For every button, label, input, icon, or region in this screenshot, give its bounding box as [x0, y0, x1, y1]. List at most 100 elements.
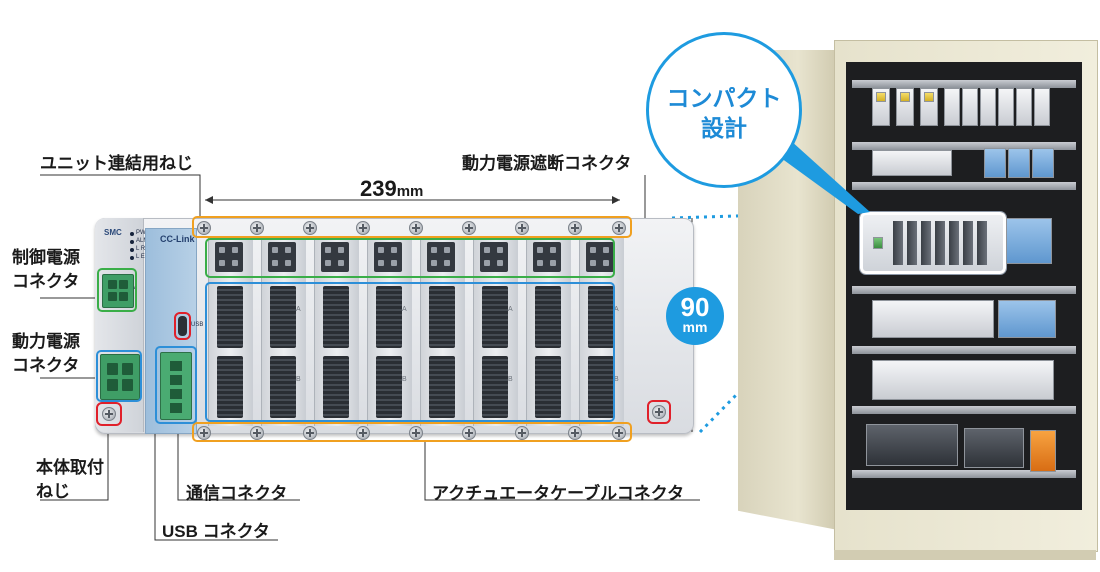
mini-axis	[935, 221, 945, 265]
relay	[1034, 88, 1050, 126]
height-unit: mm	[682, 319, 708, 335]
usb-port-label: USB	[191, 322, 204, 328]
power-cutoff-port	[533, 242, 561, 272]
column-tag-a: A	[402, 306, 407, 313]
power-cutoff-port	[427, 242, 455, 272]
led-indicator	[130, 248, 134, 252]
label-power-cutoff-connector: 動力電源遮断コネクタ	[462, 154, 632, 173]
bubble-title-line2: 設計	[701, 115, 747, 141]
mounting-screw-right	[652, 405, 666, 419]
highlight-actuator-cable-connectors	[205, 282, 615, 422]
power-cutoff-port	[374, 242, 402, 272]
unit-link-screw	[568, 426, 582, 440]
unit-link-screw	[197, 426, 211, 440]
height-value: 90	[680, 292, 710, 322]
power-supply-unit	[1008, 148, 1030, 178]
actuator-cable-port	[482, 356, 508, 418]
unit-link-screw	[303, 221, 317, 235]
power-cutoff-port	[480, 242, 508, 272]
actuator-cable-port	[270, 286, 296, 348]
label-line: ねじ	[36, 482, 70, 501]
column-tag-b: B	[508, 376, 513, 383]
unit-link-screw	[515, 426, 529, 440]
height-dimension-badge: 90 mm	[666, 287, 724, 345]
din-rail	[852, 406, 1076, 414]
io-module	[998, 300, 1056, 338]
power-supply-unit	[1032, 148, 1054, 178]
terminal-block	[872, 300, 994, 338]
actuator-cable-port	[429, 356, 455, 418]
controller-in-cabinet	[860, 212, 1006, 274]
unit-link-screw	[356, 426, 370, 440]
communication-connector	[160, 352, 192, 420]
breaker-switch	[900, 92, 910, 102]
actuator-cable-port	[323, 356, 349, 418]
actuator-cable-port	[535, 356, 561, 418]
unit-link-screw	[250, 426, 264, 440]
unit-link-screw	[409, 221, 423, 235]
actuator-cable-port	[376, 356, 402, 418]
highlight-mounting-screw-left	[96, 402, 122, 426]
axis-module: A B	[261, 236, 306, 426]
highlight-unit-link-screws-top	[192, 216, 632, 238]
unit-link-screw	[462, 221, 476, 235]
actuator-cable-port	[588, 286, 614, 348]
mini-axis	[977, 221, 987, 265]
actuator-cable-port	[482, 286, 508, 348]
mini-axis	[963, 221, 973, 265]
network-logo: CC-Link	[160, 234, 195, 244]
actuator-cable-port	[217, 286, 243, 348]
relay	[980, 88, 996, 126]
axis-module	[314, 236, 359, 426]
label-line: 動力電源	[12, 332, 80, 351]
unit-link-screw	[197, 221, 211, 235]
power-cutoff-port	[321, 242, 349, 272]
highlight-power-supply-connector	[96, 350, 142, 402]
label-line: 本体取付	[36, 458, 104, 477]
label-line: コネクタ	[12, 272, 80, 291]
highlight-communication-connector	[155, 346, 197, 424]
label-unit-link-screw: ユニット連結用ねじ	[40, 154, 193, 173]
actuator-cable-port	[429, 286, 455, 348]
label-actuator-cable-connector: アクチュエータケーブルコネクタ	[432, 484, 685, 503]
contactor-bank	[866, 424, 958, 466]
relay	[998, 88, 1014, 126]
din-rail	[852, 470, 1076, 478]
led-label-pwr: PWR	[136, 230, 150, 236]
axis-module: A B	[579, 236, 624, 426]
io-module	[1006, 218, 1052, 264]
mounting-screw-left	[102, 407, 116, 421]
mini-connector	[873, 237, 883, 249]
actuator-cable-port	[217, 356, 243, 418]
relay	[962, 88, 978, 126]
highlight-unit-link-screws-bottom	[192, 422, 632, 442]
compact-design-bubble: コンパクト 設計	[646, 32, 802, 188]
unit-link-screw	[356, 221, 370, 235]
led-label-alm: ALM	[136, 238, 149, 244]
mini-axis	[907, 221, 917, 265]
column-tag-a: A	[296, 306, 301, 313]
mini-axis	[921, 221, 931, 265]
width-unit: mm	[396, 183, 424, 200]
width-dimension: 239mm	[360, 176, 423, 202]
label-communication-connector: 通信コネクタ	[186, 484, 288, 503]
label-power-supply-connector: 動力電源 コネクタ	[12, 330, 80, 378]
axis-module	[208, 236, 253, 426]
brand-logo: SMC	[104, 228, 122, 237]
mini-axis	[893, 221, 903, 265]
din-rail	[852, 182, 1076, 190]
unit-link-screw	[568, 221, 582, 235]
relay-bank	[872, 360, 1054, 400]
column-tag-b: B	[402, 376, 407, 383]
relay	[1016, 88, 1032, 126]
relay	[944, 88, 960, 126]
column-tag-a: A	[614, 306, 619, 313]
breaker-switch	[876, 92, 886, 102]
unit-link-screw	[462, 426, 476, 440]
column-tag-b: B	[296, 376, 301, 383]
power-cutoff-port	[268, 242, 296, 272]
led-indicator	[130, 232, 134, 236]
unit-link-screw	[409, 426, 423, 440]
actuator-cable-port	[270, 356, 296, 418]
